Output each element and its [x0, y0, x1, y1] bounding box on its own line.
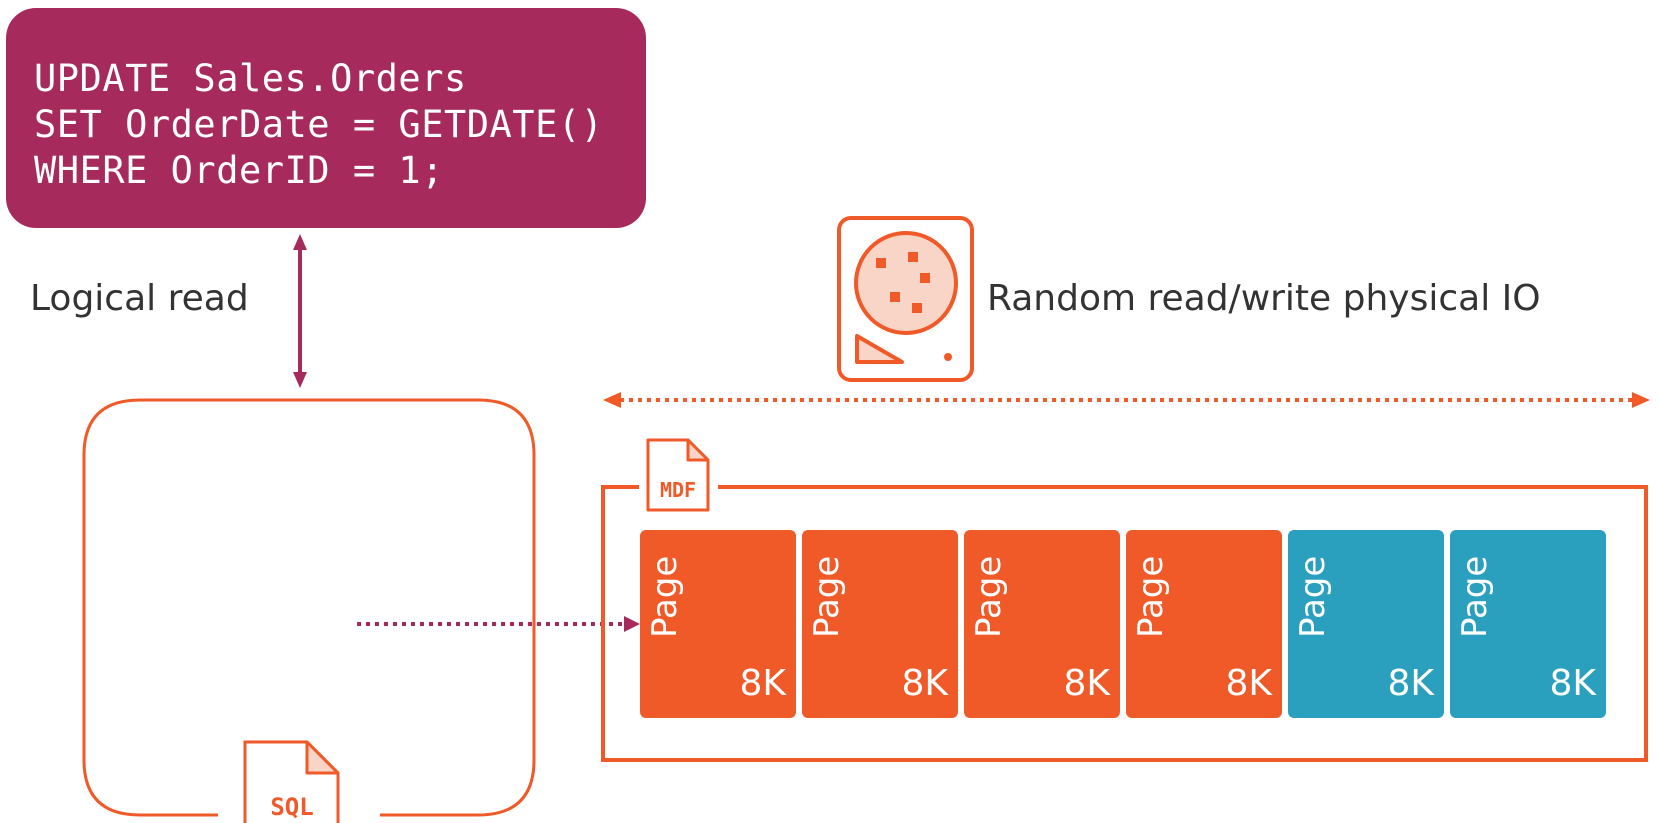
page-word-label: Page [1455, 555, 1495, 638]
random-io-arrow [603, 392, 1650, 408]
page-tile: Page 8K [1288, 530, 1444, 718]
page-word-label: Page [645, 555, 685, 638]
mdf-file-label: MDF [660, 478, 696, 502]
page-size-label: 8K [1387, 663, 1434, 704]
sql-line-2: SET OrderDate = GETDATE() [34, 103, 604, 146]
page-word-label: Page [1293, 555, 1333, 638]
page-word-label: Page [807, 555, 847, 638]
page-word-label: Page [969, 555, 1009, 638]
page-size-label: 8K [739, 663, 786, 704]
page-size-label: 8K [1063, 663, 1110, 704]
buffer-pool-box [82, 398, 536, 817]
logical-read-arrow [293, 234, 307, 388]
hard-drive-icon [837, 216, 974, 382]
sql-line-3: WHERE OrderID = 1; [34, 149, 444, 192]
page-size-label: 8K [901, 663, 948, 704]
page-tile: Page 8K [1450, 530, 1606, 718]
page-tile: Page 8K [964, 530, 1120, 718]
page-tile: Page 8K [640, 530, 796, 718]
buffer-to-page-arrow [357, 616, 640, 632]
page-word-label: Page [1131, 555, 1171, 638]
sql-file-icon: SQL [243, 740, 340, 823]
mdf-container [601, 485, 1648, 762]
sql-statement-box: UPDATE Sales.Orders SET OrderDate = GETD… [6, 8, 646, 228]
random-io-label: Random read/write physical IO [987, 278, 1541, 319]
sql-line-1: UPDATE Sales.Orders [34, 57, 467, 100]
page-size-label: 8K [1549, 663, 1596, 704]
page-tile: Page 8K [802, 530, 958, 718]
page-tile: Page 8K [1126, 530, 1282, 718]
page-size-label: 8K [1225, 663, 1272, 704]
mdf-file-icon: MDF [646, 438, 710, 512]
sql-file-label: SQL [270, 793, 313, 821]
logical-read-label: Logical read [30, 278, 249, 319]
